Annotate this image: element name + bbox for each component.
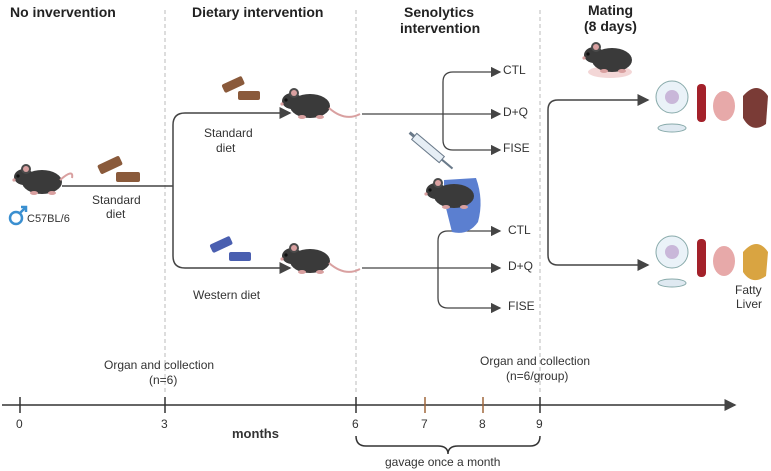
bottom-treatment-ctl: CTL xyxy=(508,223,531,237)
header-mating-line2: (8 days) xyxy=(584,18,637,34)
gavage-icon xyxy=(408,131,481,233)
male-symbol-icon xyxy=(8,205,28,226)
collection-2-line2: (n=6/group) xyxy=(506,369,569,383)
header-senolytics-line1: Senolytics xyxy=(404,4,475,20)
standard-chow-icon xyxy=(97,156,140,182)
axis-label-months: months xyxy=(232,426,279,441)
top-treatment-dq: D+Q xyxy=(503,105,529,119)
western-diet-mouse-icon xyxy=(280,243,361,274)
gavage-ticks xyxy=(424,397,484,413)
bottom-treatment-fise: FISE xyxy=(508,299,535,313)
standard-diet-mouse-icon xyxy=(280,88,361,119)
tick-0: 0 xyxy=(16,417,23,431)
tick-3: 3 xyxy=(161,417,168,431)
header-mating-line1: Mating xyxy=(588,2,634,18)
standard-arm-line2: diet xyxy=(216,141,236,155)
strain-label: C57BL/6 xyxy=(27,213,70,225)
gavage-label: gavage once a month xyxy=(385,455,501,469)
tick-7: 7 xyxy=(421,417,428,431)
timeline-axis xyxy=(2,397,737,413)
start-diet-line1: Standard xyxy=(92,193,141,207)
mating-mice-icon xyxy=(582,42,632,78)
header-senolytics-line2: intervention xyxy=(400,20,481,36)
tick-6: 6 xyxy=(352,417,359,431)
organ-set-bottom-icon xyxy=(655,235,768,288)
header-no-intervention: No invervention xyxy=(10,4,116,20)
collection-2-line1: Organ and collection xyxy=(480,354,591,368)
western-arm-label: Western diet xyxy=(193,288,261,302)
organ-set-top-icon xyxy=(655,80,768,133)
tick-9: 9 xyxy=(536,417,543,431)
top-treatment-ctl: CTL xyxy=(503,63,526,77)
mating-lines xyxy=(547,94,650,271)
senolytics-branch-lines xyxy=(362,66,502,314)
gavage-bracket xyxy=(355,435,541,455)
branch-lines xyxy=(62,107,292,274)
tick-8: 8 xyxy=(479,417,486,431)
start-mouse-icon xyxy=(12,164,74,195)
standard-diet-chow-icon xyxy=(221,76,260,100)
fatty-liver-line2: Liver xyxy=(736,297,763,311)
fatty-liver-line1: Fatty xyxy=(735,283,762,297)
start-diet-line2: diet xyxy=(106,207,126,221)
top-treatment-fise: FISE xyxy=(503,141,530,155)
standard-arm-line1: Standard xyxy=(204,126,253,140)
collection-1-line1: Organ and collection xyxy=(104,358,215,372)
western-diet-chow-icon xyxy=(209,236,251,261)
collection-1-line2: (n=6) xyxy=(149,373,178,387)
phase-separators xyxy=(164,10,541,395)
header-dietary-intervention: Dietary intervention xyxy=(192,4,324,20)
bottom-treatment-dq: D+Q xyxy=(508,259,534,273)
